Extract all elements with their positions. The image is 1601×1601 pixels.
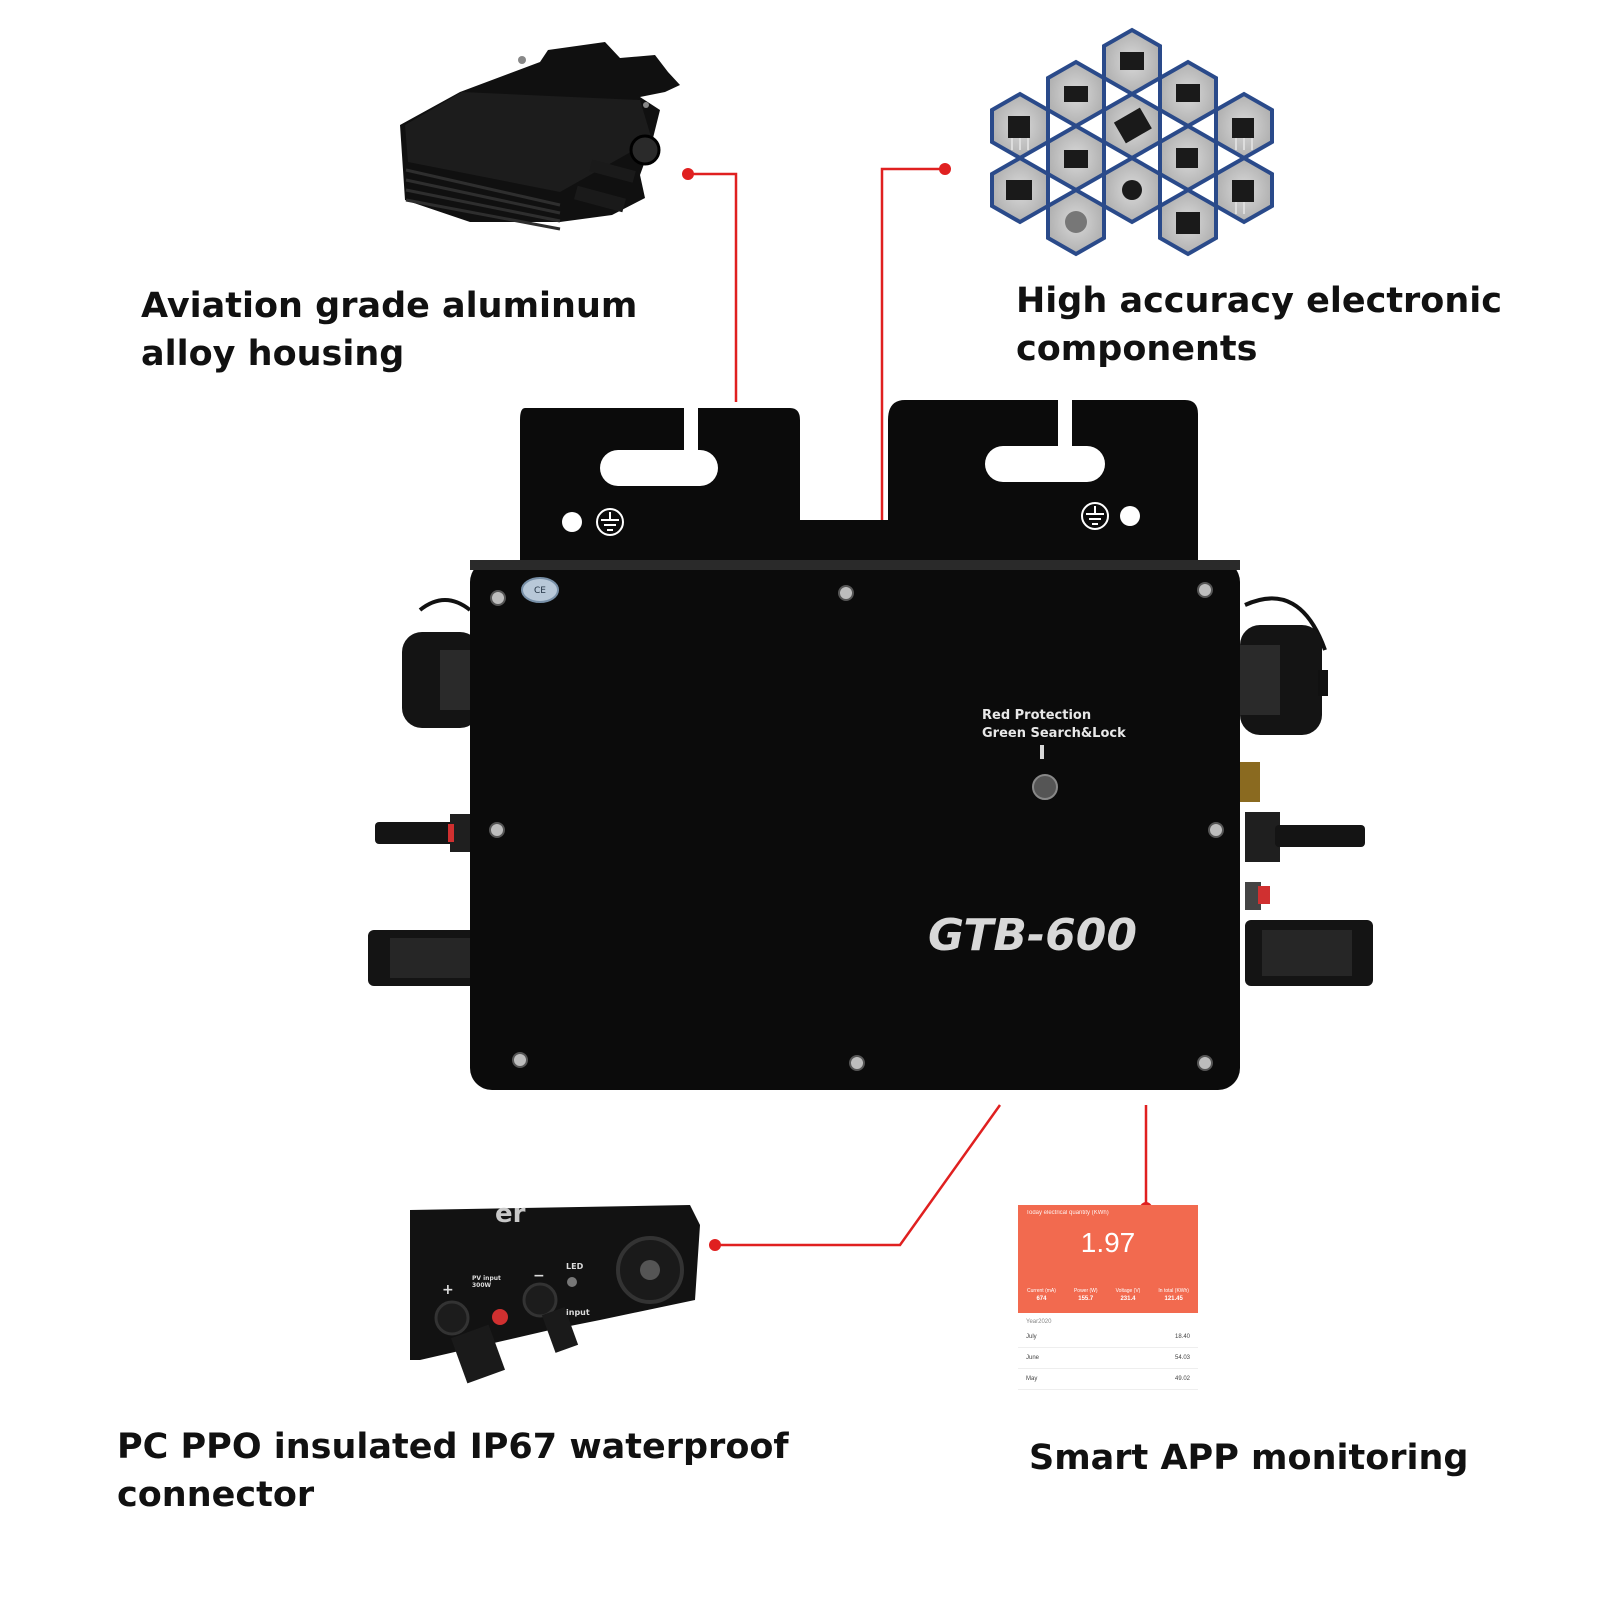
led-status-label: Red Protection Green Search&Lock: [982, 707, 1126, 743]
feature-components-line2: components: [1016, 329, 1258, 369]
body-screws: [489, 582, 1224, 1071]
app-stat: Power (W)155.7: [1073, 1288, 1098, 1302]
components-chips: [1006, 52, 1254, 234]
inverter-body: [470, 560, 1240, 1090]
ce-badge: CE: [521, 577, 559, 603]
app-year: Year2020: [1026, 1319, 1052, 1325]
right-connectors: [1238, 596, 1373, 986]
panel-pv-input-label: PV input 300W: [472, 1275, 501, 1289]
feature-housing-line1: Aviation grade aluminum: [141, 286, 638, 326]
feature-app-line1: Smart APP monitoring: [1029, 1438, 1469, 1478]
ground-icon: [1081, 502, 1109, 530]
app-stat: In total (KWh)121.45: [1158, 1288, 1189, 1302]
callout-line-housing: [688, 172, 738, 402]
led-indicator: [1032, 774, 1058, 800]
feature-connector-text: PC PPO insulated IP67 waterproof connect…: [117, 1423, 789, 1519]
feature-app-text: Smart APP monitoring: [1029, 1434, 1468, 1482]
panel-minus-label: −: [533, 1268, 545, 1284]
svg-text:er: er: [495, 1199, 526, 1229]
housing-thumbnail: [400, 42, 680, 231]
feature-connector-line2: connector: [117, 1475, 315, 1515]
inverter-device: CE: [368, 392, 1373, 1090]
model-name: GTB-600: [928, 910, 1137, 961]
connector-thumbnail: er: [410, 1199, 700, 1384]
panel-input-label: input: [566, 1308, 590, 1317]
panel-plus-label: +: [442, 1282, 454, 1298]
callout-lines: [688, 167, 1148, 1247]
feature-connector-line1: PC PPO insulated IP67 waterproof: [117, 1427, 789, 1467]
app-stats: Current (mA)674 Power (W)155.7 Voltage (…: [1018, 1287, 1198, 1303]
callout-line-connector: [715, 1104, 1002, 1247]
app-today-value: 1.97: [1080, 1227, 1136, 1258]
app-header: Today electrical quantity (KWh) 1.97 Cur…: [1018, 1205, 1198, 1313]
led-label-green: Green Search&Lock: [982, 726, 1126, 741]
led-label-red: Red Protection: [982, 708, 1092, 723]
svg-text:CE: CE: [534, 586, 546, 596]
feature-housing-text: Aviation grade aluminum alloy housing: [141, 282, 637, 378]
feature-components-line1: High accuracy electronic: [1016, 281, 1503, 321]
app-title: Today electrical quantity (KWh): [1026, 1210, 1109, 1216]
ground-icon: [596, 508, 624, 536]
feature-components-text: High accuracy electronic components: [1016, 277, 1502, 373]
panel-led-label: LED: [566, 1262, 584, 1271]
app-stat: Current (mA)674: [1027, 1288, 1056, 1302]
app-stat: Voltage (V)231.4: [1115, 1288, 1141, 1302]
app-screen-thumbnail: Today electrical quantity (KWh) 1.97 Cur…: [1018, 1205, 1198, 1415]
callout-line-components: [880, 167, 945, 527]
left-connectors: [368, 598, 488, 986]
feature-housing-line2: alloy housing: [141, 334, 405, 374]
